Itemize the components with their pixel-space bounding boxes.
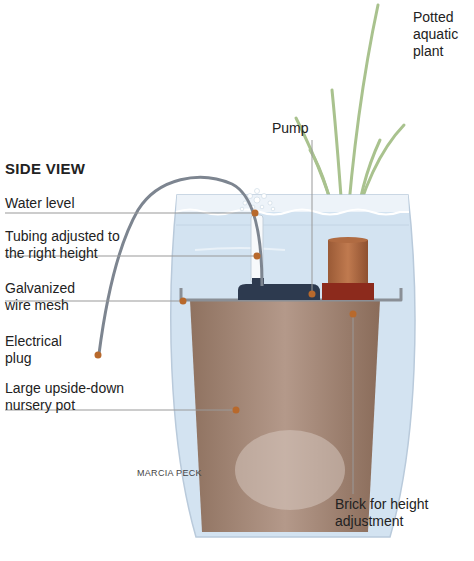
part-label: Large upside-down nursery pot — [5, 380, 143, 414]
view-heading: SIDE VIEW — [5, 160, 85, 177]
part-label: Water level — [5, 195, 145, 212]
leader-lines — [5, 140, 353, 494]
part-label: Electrical plug — [5, 333, 90, 367]
water-surface — [176, 210, 409, 215]
leader-dots — [95, 210, 357, 414]
rim-edge — [176, 225, 409, 226]
part-label: Tubing adjusted to the right height — [5, 228, 143, 262]
plant-pot-rim — [328, 237, 368, 243]
barrel-container — [171, 195, 415, 537]
barrel-rim — [176, 195, 409, 212]
part-label: Potted aquatic plant — [413, 9, 473, 60]
credit-line: MARCIA PECK — [137, 468, 217, 479]
pump-body — [238, 284, 320, 300]
part-label: Brick for height adjustment — [335, 496, 465, 530]
plant-pot — [328, 240, 368, 283]
brick — [322, 283, 374, 300]
part-label: Galvanized wire mesh — [5, 280, 100, 314]
fountain-spray — [240, 189, 275, 211]
electrical-cord — [99, 177, 262, 354]
part-label: Pump — [272, 120, 332, 137]
pot-highlight — [235, 430, 345, 510]
